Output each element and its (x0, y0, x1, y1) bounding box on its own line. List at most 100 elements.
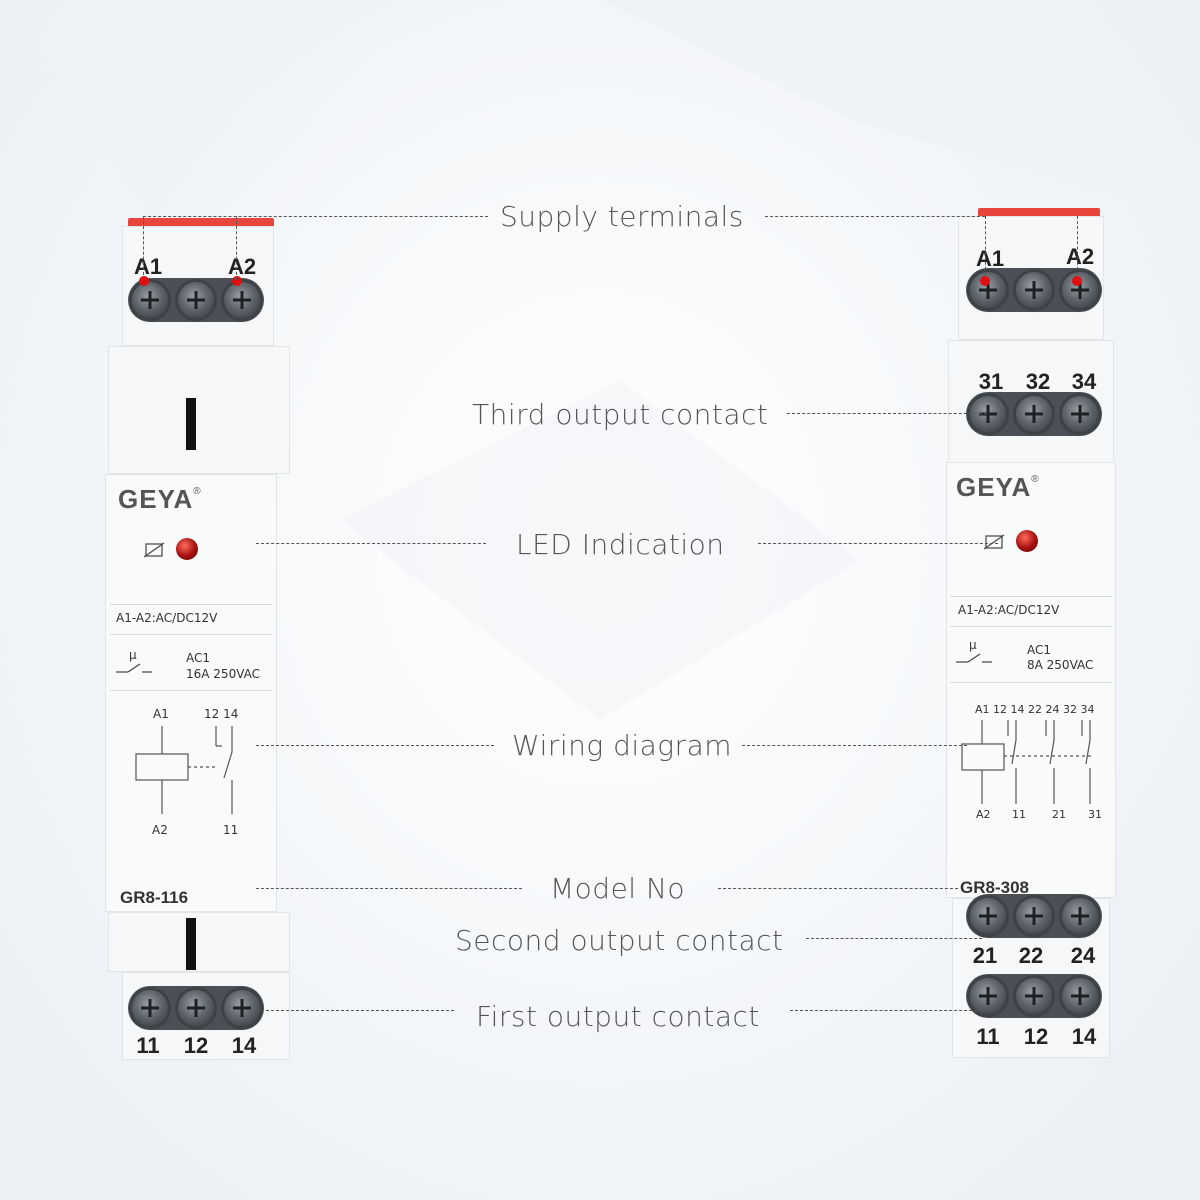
leader-supply-left (143, 216, 488, 217)
left-a1-marker (139, 276, 149, 286)
leader-supply-right-a2-drop (1077, 216, 1078, 280)
leader-wiring-left (256, 745, 494, 746)
left-divider-1 (110, 604, 272, 605)
callout-second-output: Second output contact (455, 924, 784, 957)
right-terminal-label-11: 11 (976, 1024, 1000, 1049)
right-diagram-31: 31 (1088, 808, 1102, 821)
left-screw-12[interactable] (178, 990, 214, 1026)
right-led-indicator (1016, 530, 1038, 552)
left-relay-lower-body (108, 912, 290, 972)
right-screw-31[interactable] (970, 396, 1006, 432)
right-terminal-label-14: 14 (1071, 1024, 1097, 1049)
left-divider-2 (110, 634, 272, 635)
right-terminal-label-32: 32 (1025, 369, 1051, 394)
left-model-number: GR8-116 (120, 888, 189, 907)
right-terminal-label-21: 21 (972, 943, 998, 968)
callout-wiring-diagram: Wiring diagram (512, 729, 733, 762)
right-switch-icon (956, 653, 992, 663)
left-lower-slot (186, 918, 196, 970)
right-screw-22[interactable] (1016, 898, 1052, 934)
right-diagram-11: 11 (1012, 808, 1026, 821)
callout-third-output: Third output contact (472, 398, 769, 431)
right-rating-line2: 8A 250VAC (1027, 658, 1094, 672)
left-contact-symbol: μ (129, 648, 137, 662)
right-divider-1 (950, 596, 1112, 597)
left-rating-line2: 16A 250VAC (186, 667, 261, 681)
right-screw-11[interactable] (970, 978, 1006, 1014)
callout-model-no: Model No (550, 872, 686, 905)
leader-supply-right-a1-drop (985, 216, 986, 280)
right-relay-top-tab (978, 208, 1100, 218)
right-screw-24[interactable] (1062, 898, 1098, 934)
right-a1-marker (980, 276, 990, 286)
leader-second-right (806, 938, 982, 939)
right-voltage-label: A1-A2:AC/DC12V (958, 603, 1060, 617)
right-terminal-label-31: 31 (978, 369, 1004, 394)
right-screw-14[interactable] (1062, 978, 1098, 1014)
right-screw-32[interactable] (1016, 396, 1052, 432)
left-diagram-11: 11 (223, 823, 239, 837)
leader-supply-a1-drop (143, 216, 144, 280)
left-rating-line1: AC1 (186, 651, 211, 665)
left-terminal-label-14: 14 (231, 1033, 257, 1058)
right-screw-12[interactable] (1016, 978, 1052, 1014)
right-terminal-label-24: 24 (1070, 943, 1096, 968)
right-terminal-label-12: 12 (1023, 1024, 1049, 1049)
right-terminal-label-a1: A1 (975, 246, 1005, 271)
left-screw-a1[interactable] (132, 282, 168, 318)
right-coil-icon (983, 534, 1005, 550)
right-divider-3 (950, 682, 1112, 683)
left-wiring-diagram (135, 726, 233, 814)
leader-led-left (256, 543, 486, 544)
left-upper-slot (186, 398, 196, 450)
right-a2-marker (1072, 276, 1082, 286)
leader-model-right (718, 888, 958, 889)
leader-third-right (787, 413, 987, 414)
right-divider-2 (950, 626, 1112, 627)
leader-supply-right (765, 216, 985, 217)
leader-first-left (256, 1010, 454, 1011)
left-brand-logo: GEYA® (118, 484, 202, 514)
callout-supply-terminals: Supply terminals (500, 200, 744, 233)
left-switch-icon (116, 663, 152, 673)
left-voltage-label: A1-A2:AC/DC12V (116, 611, 218, 625)
right-model-number: GR8-308 (960, 878, 1029, 897)
right-relay-front-panel (946, 462, 1116, 898)
leader-supply-a2-drop (236, 216, 237, 280)
left-screw-11[interactable] (132, 990, 168, 1026)
right-brand-logo: GEYA® (956, 472, 1040, 502)
left-diagram-a1: A1 (153, 707, 169, 721)
right-screw-34[interactable] (1062, 396, 1098, 432)
leader-led-right (758, 543, 998, 544)
left-screw-14[interactable] (224, 990, 260, 1026)
left-a2-marker (232, 276, 242, 286)
left-diagram-12-14: 12 14 (204, 707, 239, 721)
callout-first-output: First output contact (476, 1000, 760, 1033)
left-screw-middle[interactable] (178, 282, 214, 318)
left-terminal-label-a2: A2 (227, 254, 257, 279)
left-relay-top-tab (128, 218, 274, 228)
right-terminal-label-a2: A2 (1065, 244, 1095, 269)
right-terminal-label-22: 22 (1018, 943, 1044, 968)
right-screw-middle[interactable] (1016, 272, 1052, 308)
leader-model-left (256, 888, 522, 889)
left-diagram-a2: A2 (152, 823, 168, 837)
left-divider-3 (110, 690, 272, 691)
left-terminal-label-12: 12 (183, 1033, 209, 1058)
left-led-indicator (176, 538, 198, 560)
right-screw-21[interactable] (970, 898, 1006, 934)
callout-led-indication: LED Indication (516, 528, 725, 561)
left-coil-icon (143, 542, 165, 558)
right-contact-symbol: μ (969, 638, 977, 652)
left-screw-a2[interactable] (224, 282, 260, 318)
right-diagram-21: 21 (1052, 808, 1066, 821)
leader-wiring-right (742, 745, 967, 746)
right-terminal-label-34: 34 (1071, 369, 1097, 394)
left-relay-upper-body (108, 346, 290, 474)
right-diagram-top-labels: A1 12 14 22 24 32 34 (975, 703, 1095, 716)
right-diagram-a2: A2 (976, 808, 991, 821)
right-rating-line1: AC1 (1027, 643, 1052, 657)
left-terminal-label-a1: A1 (133, 254, 163, 279)
left-terminal-label-11: 11 (136, 1033, 160, 1058)
right-wiring-diagram (961, 720, 1094, 804)
